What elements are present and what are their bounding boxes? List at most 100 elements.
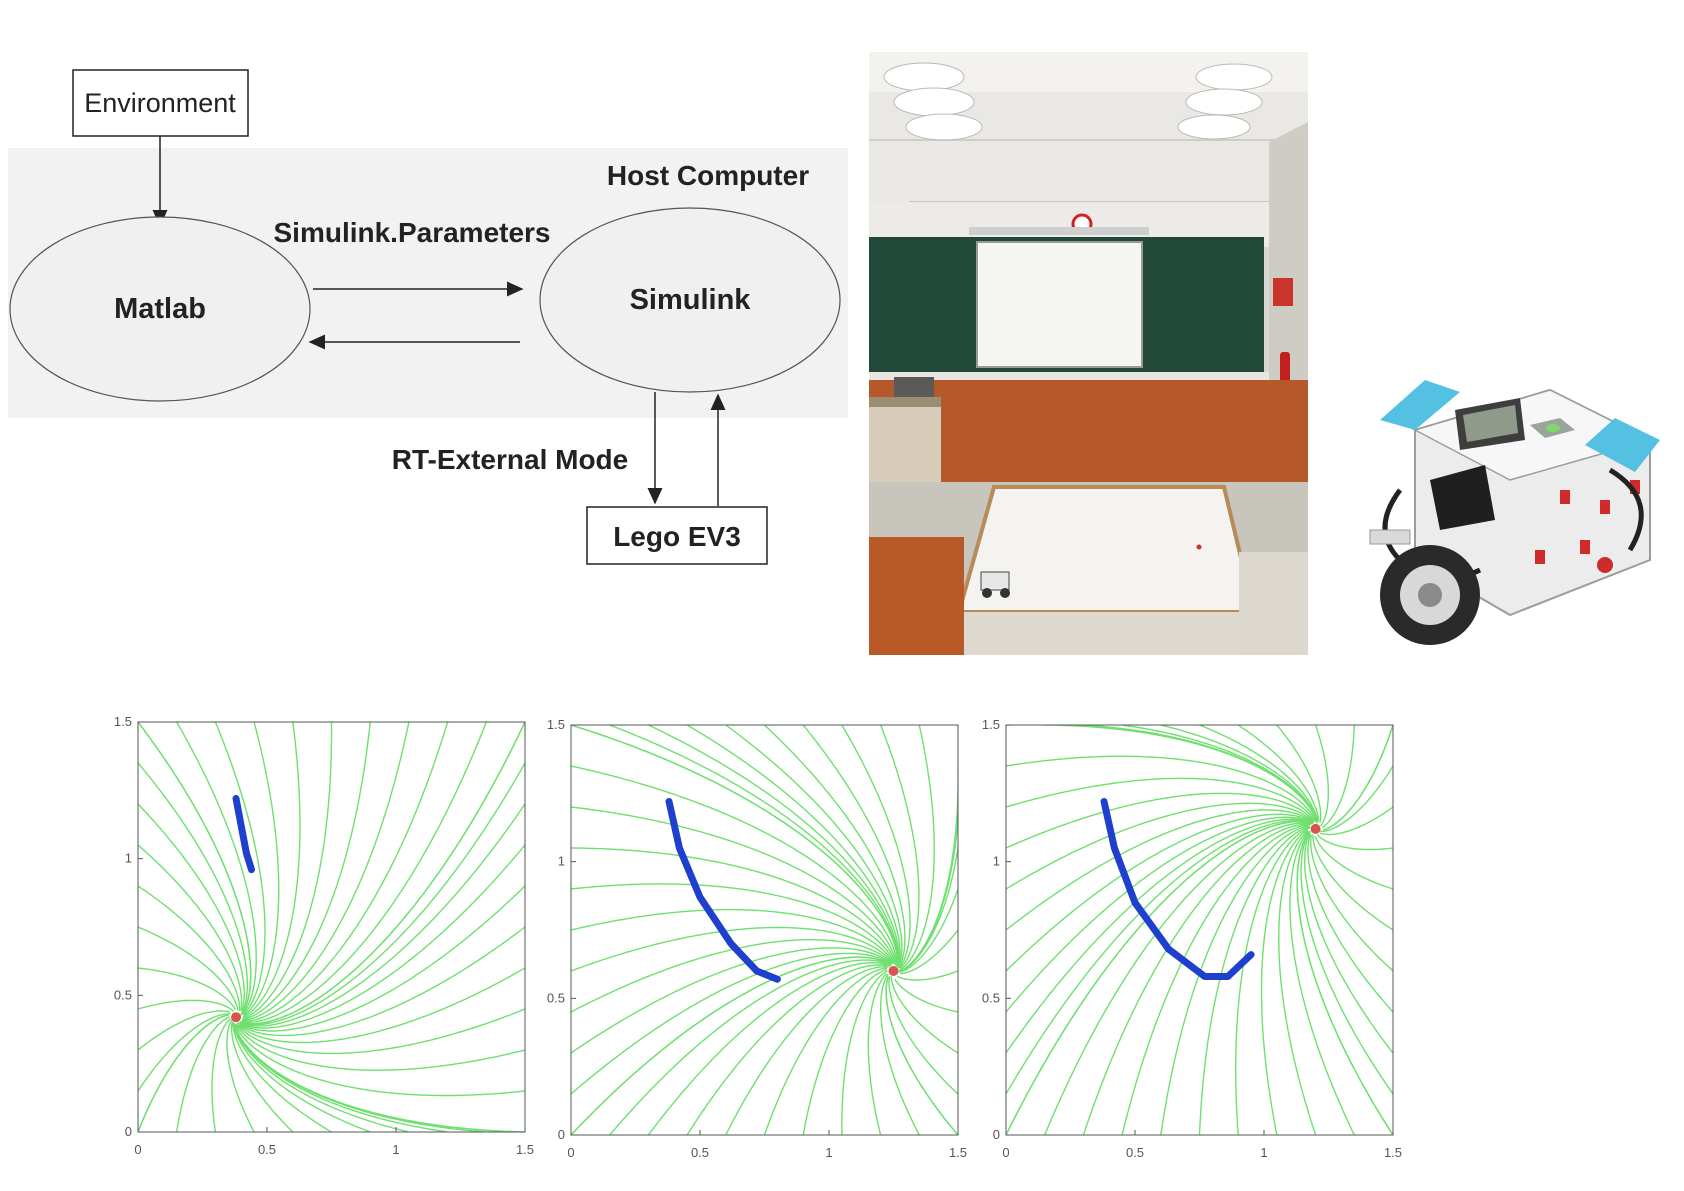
streamline [1316,834,1393,851]
streamline [138,803,246,1012]
streamline [1320,806,1393,836]
lego-ev3-robot-illustration [1369,380,1660,645]
streamline [176,1016,230,1132]
streamline [237,1008,525,1055]
streamline [238,885,525,1032]
streamline [1006,802,1315,890]
streamline [725,966,889,1135]
streamline [888,976,958,1095]
streamline [138,722,252,1016]
streamline [571,956,892,1135]
streamline [138,885,241,1011]
axes-frame [137,721,526,1133]
streamline [571,926,893,972]
streamline [890,976,958,1054]
streamline [686,964,888,1135]
streamline [1121,824,1309,1135]
y-tick-label: 1.5 [982,717,1000,732]
simulink-node [539,207,841,393]
streamline [211,1018,231,1132]
streamline [239,803,525,1027]
streamline [725,725,901,968]
streamline [1006,813,1313,972]
x-tick-label: 1 [1260,1145,1267,1160]
streamlines [1006,725,1393,1135]
streamline [239,926,525,1037]
streamline [1260,828,1309,1135]
streamline [609,725,899,967]
streamline [571,806,897,966]
simulink-parameters-label: Simulink.Parameters [273,217,550,248]
attractor-marker [888,966,899,976]
x-tick-label: 0.5 [1126,1145,1144,1160]
streamline [1006,792,1315,849]
streamline [571,725,899,964]
streamline [879,725,920,970]
streamline [138,762,248,1015]
streamline [1235,827,1311,1135]
streamline [235,1023,525,1071]
streamline [1006,816,1314,1013]
x-tick-label: 1.5 [1384,1145,1402,1160]
streamline [242,722,410,1021]
streamline [1320,765,1393,833]
streamline [1121,725,1318,822]
streamline [232,1022,332,1132]
matlab-label: Matlab [114,293,206,325]
y-tick-label: 1 [125,851,132,866]
streamline [896,970,958,981]
y-tick-label: 0 [993,1127,1000,1142]
streamline [880,973,920,1135]
streamline [1083,725,1318,824]
streamline [138,999,235,1012]
axes-frame [1005,724,1394,1136]
streamline [571,956,892,1135]
streamline [1199,725,1319,822]
streamline [242,722,301,1019]
streamline [233,1023,525,1132]
matlab-node [9,216,311,402]
streamline [1006,809,1314,931]
x-tick-label: 0.5 [691,1145,709,1160]
x-tick-label: 0 [1002,1145,1009,1160]
attractor-marker [231,1012,242,1023]
streamline [1289,831,1355,1135]
lego-ev3-label: Lego EV3 [613,521,741,552]
streamline [241,722,487,1024]
streamline [900,929,958,975]
streamline [1276,725,1322,824]
y-tick-label: 0.5 [982,990,1000,1005]
streamline [240,844,525,1029]
streamline [1307,834,1393,1013]
robot-trajectory [232,795,255,874]
streamline [841,725,911,969]
streamline [894,978,958,1013]
streamline [138,1014,230,1132]
streamline [609,959,892,1135]
streamline [1006,820,1312,1135]
streamline [234,1024,525,1097]
streamline [764,725,903,968]
streamlines [571,725,958,1135]
rt-external-mode-label: RT-External Mode [392,444,628,475]
streamline [802,968,888,1135]
streamline [841,970,888,1135]
x-tick-label: 1 [825,1145,832,1160]
streamline [226,1019,255,1132]
streamline [1296,830,1393,1135]
host-computer-label: Host Computer [607,160,809,191]
streamline [571,883,895,964]
y-tick-label: 0.5 [547,990,565,1005]
axes-frame [570,724,959,1136]
streamline [1006,725,1318,823]
streamline [1198,826,1311,1135]
y-tick-label: 1.5 [547,717,565,732]
streamline [230,1021,294,1132]
environment-box [72,69,249,137]
streamline [802,725,906,969]
streamline [1006,755,1317,823]
streamline [233,1022,371,1132]
robot-trajectory [1100,798,1255,980]
streamline [571,725,899,964]
